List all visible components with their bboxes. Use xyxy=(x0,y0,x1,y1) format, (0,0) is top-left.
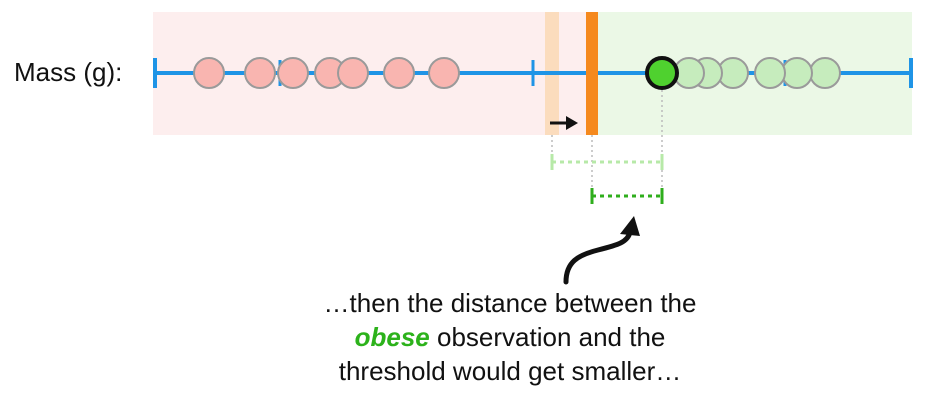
caption-line-1: …then the distance between the xyxy=(323,288,697,318)
obese-emphasis: obese xyxy=(354,322,430,352)
caption-line-3: threshold would get smaller… xyxy=(338,356,682,386)
obese-points xyxy=(673,57,841,89)
highlighted-obese-point xyxy=(645,56,679,90)
right-arrow-icon xyxy=(550,116,578,130)
not-obese-point xyxy=(277,57,309,89)
old-margin xyxy=(550,154,664,170)
curved-arrow-icon xyxy=(563,216,640,285)
axis-label: Mass (g): xyxy=(14,57,123,87)
not-obese-points xyxy=(193,57,460,89)
obese-point xyxy=(781,57,813,89)
obese-point xyxy=(809,57,841,89)
caption-line-2: obese observation and the xyxy=(230,320,790,354)
caption: …then the distance between the obese obs… xyxy=(230,286,790,388)
not-obese-point xyxy=(383,57,415,89)
not-obese-point xyxy=(244,57,276,89)
not-obese-point xyxy=(193,57,225,89)
new-threshold xyxy=(586,12,598,135)
obese-point xyxy=(754,57,786,89)
not-obese-point xyxy=(428,57,460,89)
not-obese-point xyxy=(337,57,369,89)
caption-line-2-rest: observation and the xyxy=(429,322,666,352)
new-margin xyxy=(590,188,664,204)
